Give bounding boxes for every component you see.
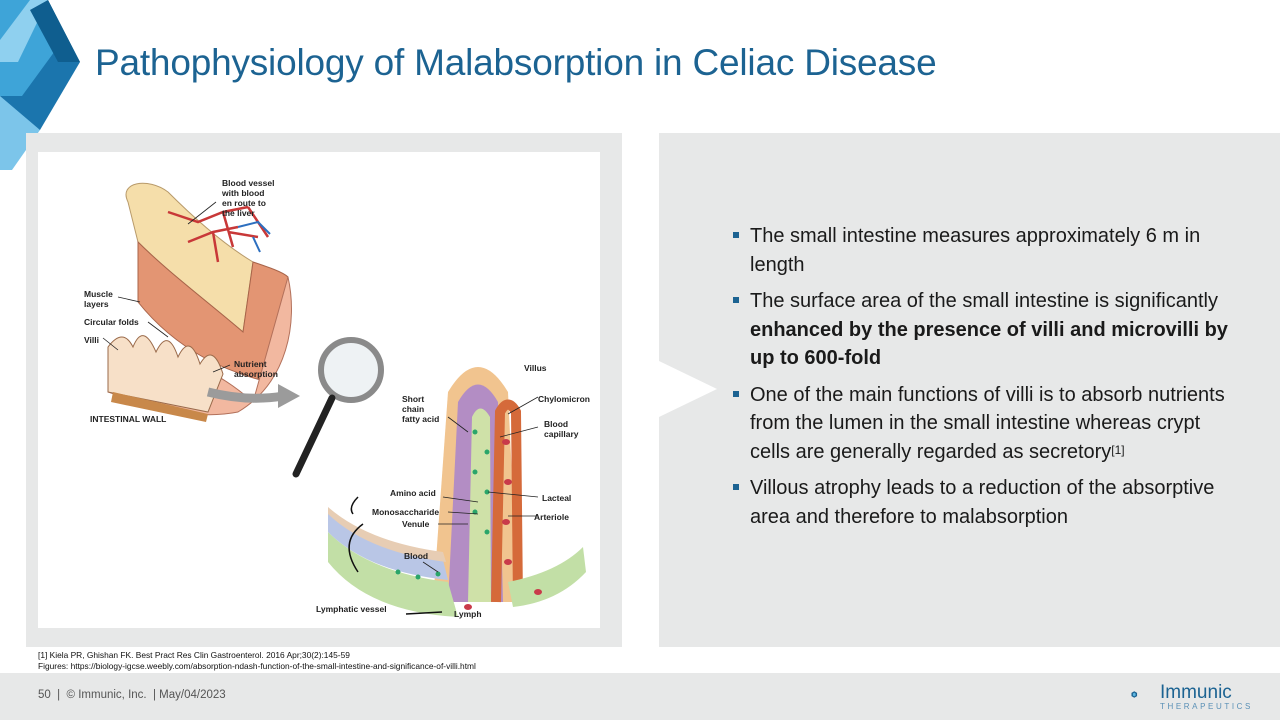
page-title: Pathophysiology of Malabsorption in Celi… (95, 42, 936, 84)
label-monosaccharide: Monosaccharide (372, 507, 439, 517)
label-villi: Villi (84, 335, 99, 345)
label-blood-capillary: Blood (544, 419, 568, 429)
bullet-square-icon (733, 484, 739, 490)
bullet-square-icon (733, 391, 739, 397)
label-lymph: Lymph (454, 609, 482, 619)
bullet-item: One of the main functions of villi is to… (733, 381, 1233, 467)
label-short: Short (402, 394, 424, 404)
label-chain: chain (402, 404, 424, 414)
label-amino-acid: Amino acid (390, 488, 436, 498)
citation-marker: [1] (1111, 443, 1124, 457)
label-venule: Venule (402, 519, 430, 529)
intestine-diagram: Blood vessel with blood en route to the … (38, 152, 600, 628)
label-muscle-layers: Muscle (84, 289, 113, 299)
label-lacteal: Lacteal (542, 493, 571, 503)
label-fatty-acid: fatty acid (402, 414, 439, 424)
bullet-item: Villous atrophy leads to a reduction of … (733, 474, 1233, 531)
label-capillary: capillary (544, 429, 579, 439)
label-blood-vessel-3: en route to (222, 198, 266, 208)
label-lymphatic-vessel: Lymphatic vessel (316, 604, 387, 614)
label-arteriole: Arteriole (534, 512, 569, 522)
logo-name: Immunic (1160, 682, 1232, 704)
bullet-item: The small intestine measures approximate… (733, 222, 1233, 279)
label-blood-vessel-4: the liver (222, 208, 255, 218)
footer-text: 50 | © Immunic, Inc. | May/04/2023 (38, 689, 226, 701)
label-blood: Blood (404, 551, 428, 561)
logo-subtitle: THERAPEUTICS (1160, 702, 1253, 711)
label-muscle-layers-2: layers (84, 299, 109, 309)
panel-arrow (659, 361, 717, 417)
label-blood-vessel-2: with blood (221, 188, 265, 198)
bullet-item: The surface area of the small intestine … (733, 287, 1233, 373)
immunic-logo-icon (1131, 680, 1159, 710)
references: [1] Kiela PR, Ghishan FK. Best Pract Res… (38, 650, 476, 672)
label-villus: Villus (524, 363, 547, 373)
label-circular-folds: Circular folds (84, 317, 139, 327)
reference-1: [1] Kiela PR, Ghishan FK. Best Pract Res… (38, 650, 476, 661)
label-absorption: absorption (234, 369, 278, 379)
figure-source: Figures: https://biology-igcse.weebly.co… (38, 661, 476, 672)
bullet-list: The small intestine measures approximate… (733, 222, 1233, 539)
bullet-emphasis: enhanced by the presence of villi and mi… (750, 319, 1228, 370)
bullet-square-icon (733, 297, 739, 303)
label-blood-vessel: Blood vessel (222, 178, 274, 188)
label-nutrient: Nutrient (234, 359, 267, 369)
label-intestinal-wall: INTESTINAL WALL (90, 414, 166, 424)
bullet-square-icon (733, 232, 739, 238)
label-chylomicron: Chylomicron (538, 394, 590, 404)
